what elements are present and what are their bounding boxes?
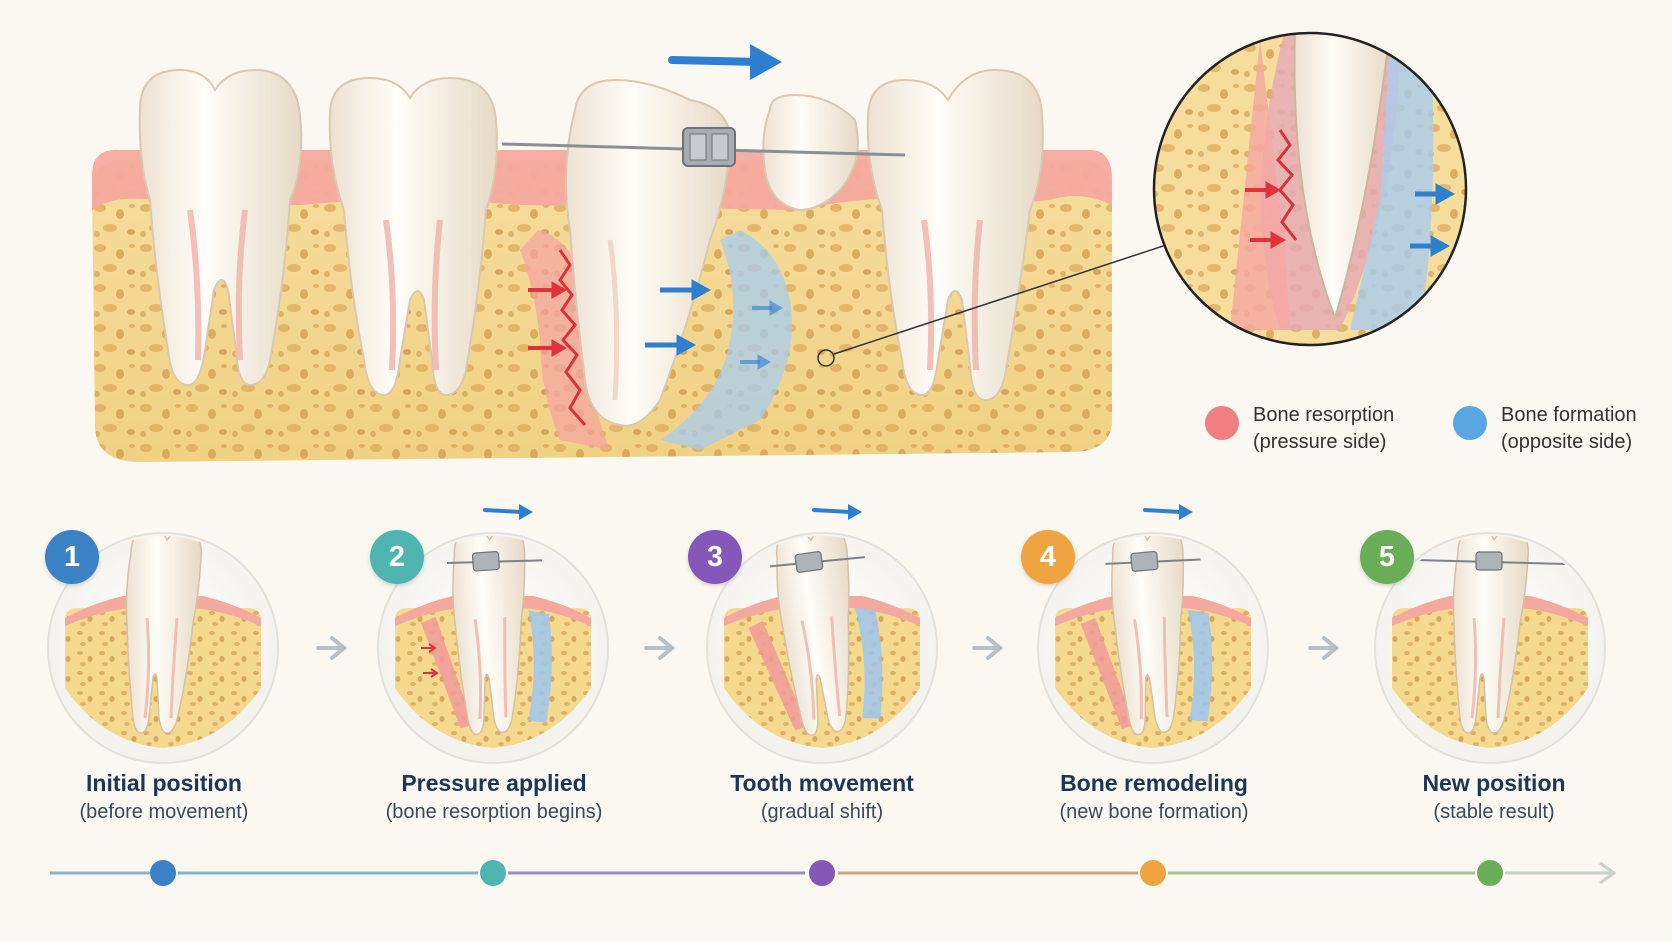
bracket [682,127,736,167]
tooth-molar-2 [328,76,498,397]
step-badge-1: 1 [45,530,99,584]
resorption-arrows [528,281,568,357]
zoom-detail [1152,31,1468,347]
formation-zone [660,230,792,450]
step-illustration-3 [706,504,938,764]
step-subtitle-4: (new bone formation) [1059,801,1249,823]
step-caption-4: Bone remodeling (new bone formation) [1004,768,1304,826]
step-caption-5: New position (stable result) [1344,768,1644,826]
callout-line [833,227,1219,355]
tooth-molar-3 [866,68,1044,402]
step-title-4: Bone remodeling [1060,770,1248,796]
legend-resorption-line2: (pressure side) [1253,431,1387,453]
jaw-cross-section [92,44,1219,462]
step-subtitle-5: (stable result) [1433,801,1555,823]
step-subtitle-2: (bone resorption begins) [385,801,603,823]
step-badge-3: 3 [688,530,742,584]
resorption-swatch [1205,406,1239,440]
timeline-dot-2 [480,860,506,886]
step-subtitle-3: (gradual shift) [760,801,884,823]
step-subtitle-1: (before movement) [79,801,249,823]
step-title-1: Initial position [86,770,242,796]
step-illustration-4 [1037,504,1269,764]
timeline-dot-3 [809,860,835,886]
step-title-5: New position [1422,770,1566,796]
formation-arrows [645,279,783,370]
step-badge-4: 4 [1021,530,1075,584]
step-caption-3: Tooth movement (gradual shift) [672,768,972,826]
timeline-dot-4 [1140,860,1166,886]
timeline-dot-1 [150,860,176,886]
step-illustration-2 [377,504,609,764]
step-title-2: Pressure applied [401,770,587,796]
timeline [50,860,1617,886]
step-illustration-5 [1374,532,1606,764]
step-caption-2: Pressure applied (bone resorption begins… [344,768,644,826]
timeline-dot-5 [1477,860,1503,886]
tooth-molar-1 [138,68,303,387]
legend-resorption-line1: Bone resorption [1253,404,1395,426]
step-badge-5: 5 [1360,530,1414,584]
legend-resorption: Bone resorption (pressure side) [1205,402,1394,456]
step-illustration-1 [47,532,279,764]
step-title-3: Tooth movement [730,770,914,796]
step-badge-2: 2 [370,530,424,584]
force-arrow [668,44,782,80]
step-caption-1: Initial position (before movement) [14,768,314,826]
legend-formation: Bone formation (opposite side) [1453,402,1637,456]
step-arrows [316,636,1340,660]
legend-formation-line1: Bone formation [1501,404,1637,426]
legend-formation-line2: (opposite side) [1501,431,1633,453]
step-illustrations [47,504,1606,764]
formation-swatch [1453,406,1487,440]
